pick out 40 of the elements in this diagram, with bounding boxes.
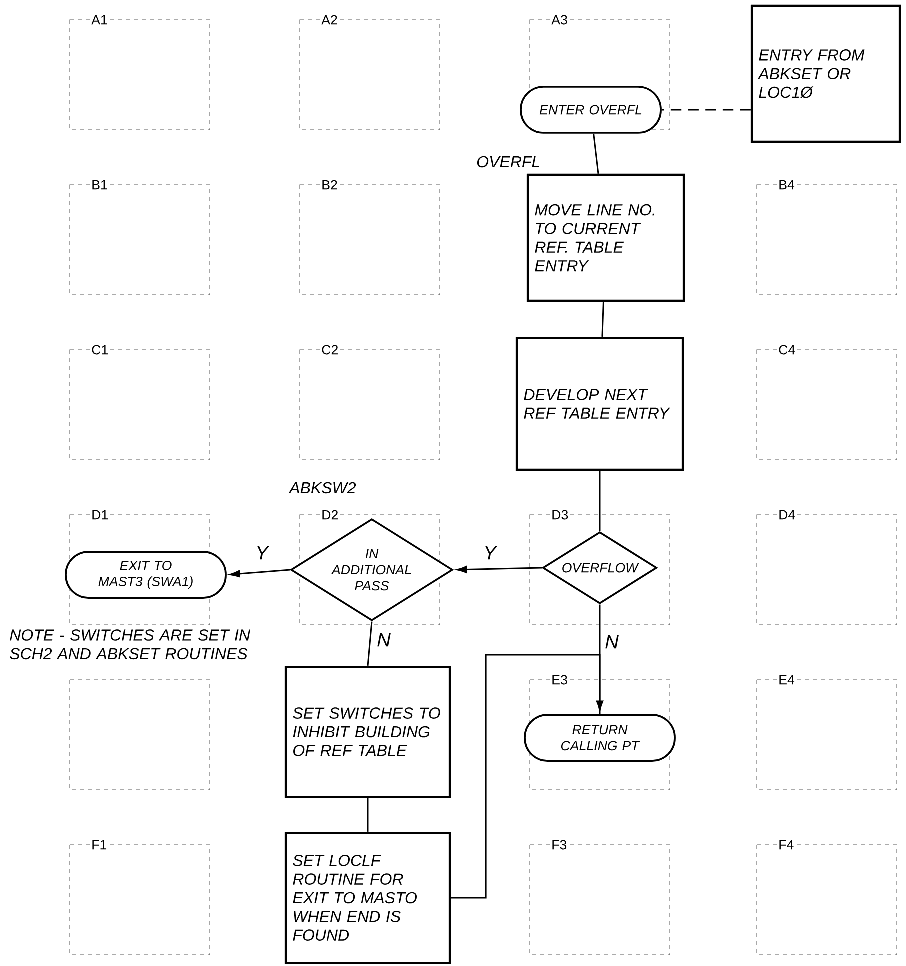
grid-label: F1 [90, 839, 108, 851]
grid-label: D1 [90, 509, 110, 521]
connector-line [593, 134, 600, 174]
grid-label: E4 [777, 674, 796, 686]
entry-label: OVERFL [477, 156, 540, 168]
process-box: MOVE LINE NO. TO CURRENT REF. TABLE ENTRY [526, 174, 686, 302]
grid-label: C2 [320, 344, 340, 356]
grid-label: A2 [320, 14, 340, 26]
entry-label: ABKSW2 [288, 482, 356, 494]
note: NOTE - SWITCHES ARE SET IN SCH2 AND ABKSET ROUTINES [10, 630, 250, 660]
arrow [456, 566, 542, 574]
grid-label: B2 [320, 179, 340, 191]
grid-label: B1 [90, 179, 110, 191]
connector-line [599, 471, 601, 532]
grid-label: D2 [320, 509, 340, 521]
edge-label: Y [482, 545, 498, 561]
connector-line [602, 302, 604, 337]
connector-line [367, 622, 373, 666]
edge-label: N [376, 632, 392, 648]
grid-label: F4 [777, 839, 796, 851]
process-box: SET LOCLF ROUTINE FOR EXIT TO MASTO WHEN END IS FOUND [284, 832, 452, 964]
connector-line [367, 798, 369, 832]
grid-label: B4 [777, 179, 796, 191]
grid-label: A1 [90, 14, 110, 26]
edge-label: Y [254, 545, 270, 561]
process-box: ENTRY FROM ABKSET OR LOC1Ø [750, 4, 902, 144]
grid-label: A3 [550, 14, 570, 26]
grid-label: F3 [550, 838, 568, 852]
arrow [451, 654, 604, 899]
connector-line [599, 604, 601, 714]
grid-label: D4 [777, 509, 797, 521]
grid-label: D3 [550, 508, 570, 522]
process-box: DEVELOP NEXT REF TABLE ENTRY [516, 336, 684, 472]
grid-label: C1 [90, 344, 110, 356]
connector-line [662, 109, 751, 111]
grid-label: E3 [550, 674, 570, 686]
process-box: SET SWITCHES TO INHIBIT BUILDING OF REF TABLE [284, 666, 452, 798]
grid-label: C4 [777, 344, 797, 356]
arrow [230, 569, 290, 578]
edge-label: N [604, 634, 620, 650]
